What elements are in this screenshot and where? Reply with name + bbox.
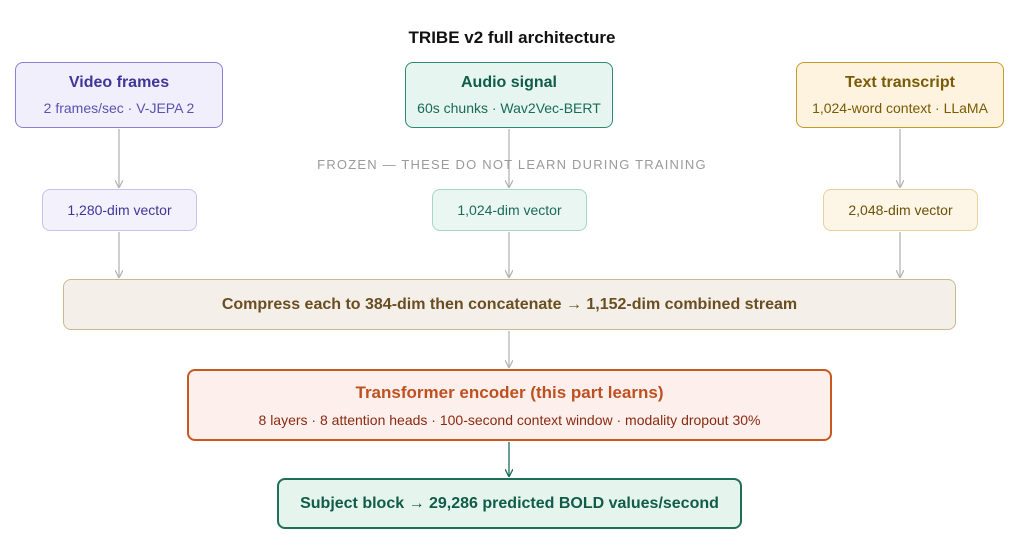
diagram-title: TRIBE v2 full architecture xyxy=(408,28,616,47)
audio-signal-title: Audio signal xyxy=(461,74,557,91)
text-transcript-detail: 1,024-word context · LLaMA xyxy=(812,100,988,116)
text-transcript-title: Text transcript xyxy=(845,74,955,91)
audio-signal-detail: 60s chunks · Wav2Vec-BERT xyxy=(417,100,601,116)
video-frames-title: Video frames xyxy=(68,74,170,91)
audio-vector-box: 1,024-dim vector xyxy=(432,189,587,231)
transformer-encoder-title: Transformer encoder (this part learns) xyxy=(355,382,664,402)
compress-concatenate-box: Compress each to 384-dim then concatenat… xyxy=(63,279,956,330)
text-vector-box: 2,048-dim vector xyxy=(823,189,978,231)
frozen-note: FROZEN — THESE DO NOT LEARN DURING TRAIN… xyxy=(317,157,707,172)
audio-signal-box: Audio signal 60s chunks · Wav2Vec-BERT xyxy=(405,62,613,128)
text-transcript-box: Text transcript 1,024-word context · LLa… xyxy=(796,62,1004,128)
transformer-encoder-detail: 8 layers · 8 attention heads · 100-secon… xyxy=(258,411,761,428)
subject-block-box: Subject block → 29,286 predicted BOLD va… xyxy=(277,478,742,529)
video-frames-box: Video frames 2 frames/sec · V-JEPA 2 xyxy=(15,62,223,128)
transformer-encoder-box: Transformer encoder (this part learns) 8… xyxy=(187,369,832,441)
video-vector-box: 1,280-dim vector xyxy=(42,189,197,231)
video-frames-detail: 2 frames/sec · V-JEPA 2 xyxy=(43,100,195,116)
